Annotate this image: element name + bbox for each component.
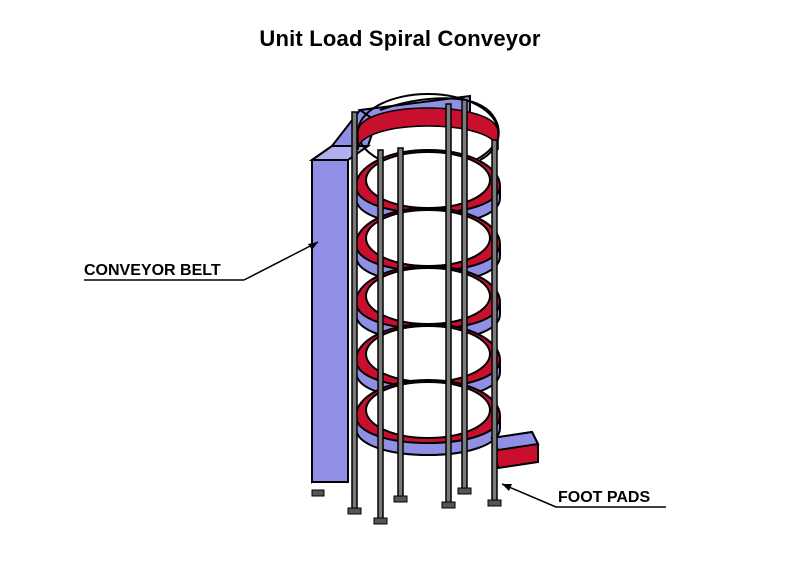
foot-pad xyxy=(347,507,362,515)
foot-pad xyxy=(457,487,472,495)
foot-callout-arrowhead xyxy=(502,484,512,491)
foot-pad xyxy=(487,499,502,507)
belt-callout-arrowhead xyxy=(308,242,318,250)
support-post xyxy=(377,149,384,523)
foot-callout-leader xyxy=(501,483,557,508)
callout-leader-lines xyxy=(84,241,666,508)
support-post xyxy=(461,99,468,493)
conveyor-belt-callout: CONVEYOR BELT xyxy=(84,262,221,279)
belt-callout-leader xyxy=(243,241,319,281)
foot-pad xyxy=(373,517,388,525)
foot-pad xyxy=(311,489,325,497)
foot-pads-callout: FOOT PADS xyxy=(558,489,651,506)
support-post xyxy=(397,147,404,501)
bottom-discharge-section xyxy=(490,430,540,470)
foot-pad-group xyxy=(311,487,502,525)
support-post xyxy=(445,103,452,507)
support-post xyxy=(491,139,498,505)
support-post xyxy=(351,111,358,513)
foot-pad xyxy=(441,501,456,509)
diagram-title: Unit Load Spiral Conveyor xyxy=(259,26,541,51)
foot-pad xyxy=(393,495,408,503)
